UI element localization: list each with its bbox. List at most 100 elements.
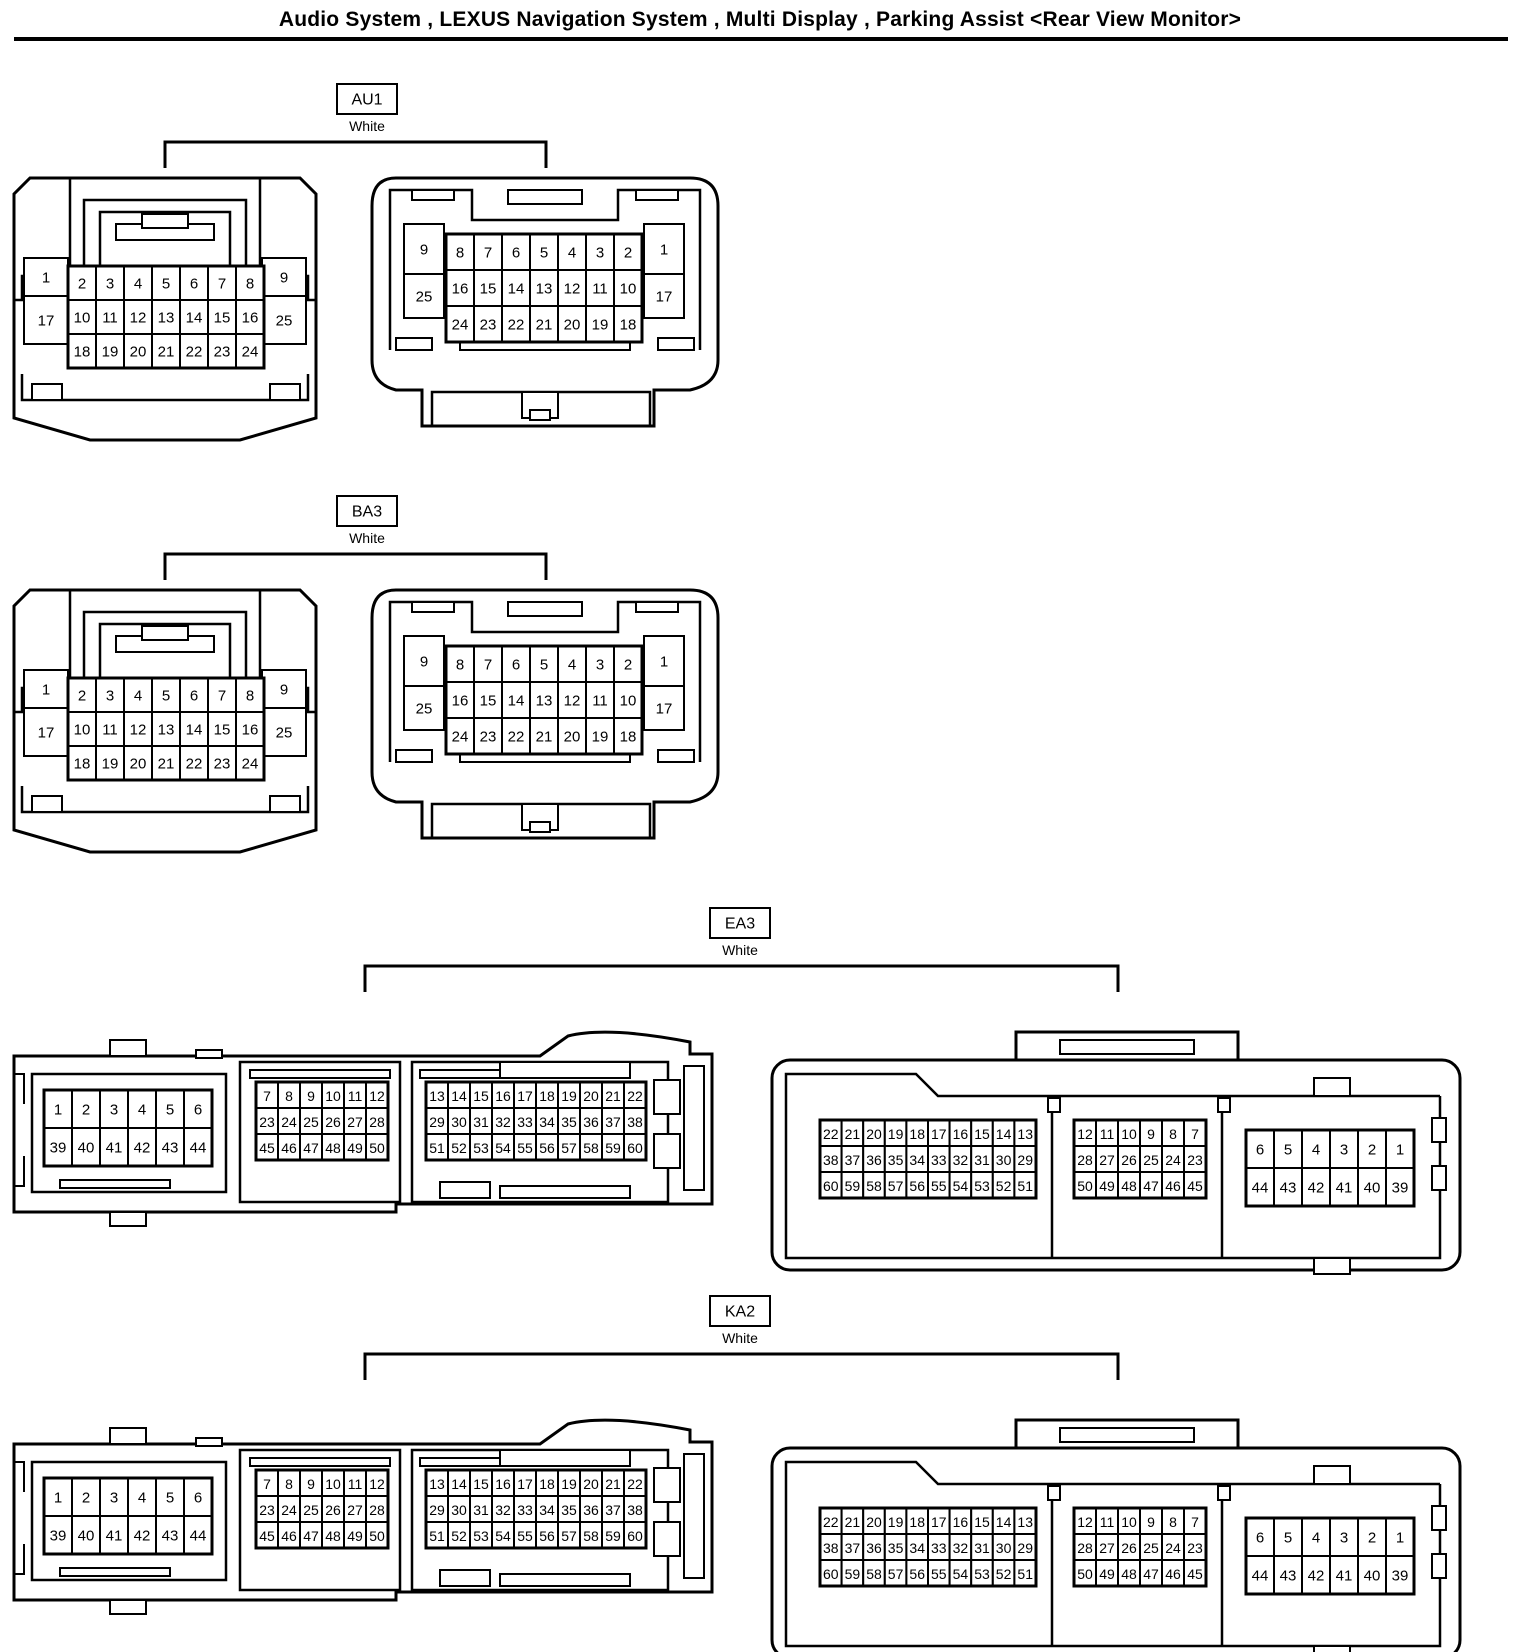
terminal: 42 xyxy=(127,1515,157,1555)
pin-number: 11 xyxy=(592,693,608,710)
pin-number: 11 xyxy=(592,281,608,298)
terminal: 22 xyxy=(819,1507,843,1535)
terminal: 16 xyxy=(445,681,475,719)
pin-number: 27 xyxy=(347,1114,363,1130)
pin-number: 55 xyxy=(931,1566,947,1582)
pin-number: 57 xyxy=(561,1140,577,1156)
pin-number: 5 xyxy=(166,1490,174,1507)
pin-number: 33 xyxy=(517,1502,533,1518)
pin-number: 27 xyxy=(347,1502,363,1518)
terminal: 56 xyxy=(535,1133,559,1161)
pin-number: 22 xyxy=(508,317,525,334)
terminal: 58 xyxy=(579,1133,603,1161)
pin-number: 59 xyxy=(845,1178,861,1194)
lock-arm xyxy=(98,622,232,678)
terminal: 13 xyxy=(425,1081,449,1109)
connector-bracket xyxy=(163,140,548,168)
pin-number: 58 xyxy=(583,1528,599,1544)
lock-tab xyxy=(1313,1077,1351,1097)
pin-number: 17 xyxy=(656,289,673,306)
terminal: 12 xyxy=(123,711,153,747)
terminal: 49 xyxy=(343,1133,367,1161)
terminal: 18 xyxy=(535,1469,559,1497)
pin-number: 22 xyxy=(627,1088,643,1104)
pin-number: 23 xyxy=(1187,1540,1203,1556)
pin-number: 45 xyxy=(1187,1178,1203,1194)
pin-number: 14 xyxy=(508,281,525,298)
terminal: 48 xyxy=(1117,1171,1141,1199)
guide-rail xyxy=(1047,1097,1061,1113)
terminal: 2 xyxy=(613,233,643,271)
pin-number: 22 xyxy=(508,729,525,746)
terminal-cell xyxy=(1385,1555,1415,1595)
terminal: 46 xyxy=(1161,1171,1185,1199)
pin-number: 21 xyxy=(845,1126,861,1142)
terminal-cell xyxy=(1301,1517,1331,1557)
terminal: 19 xyxy=(585,717,615,755)
terminal-cell xyxy=(95,711,125,747)
pin-number: 3 xyxy=(110,1490,118,1507)
terminal: 8 xyxy=(277,1469,301,1497)
terminal: 10 xyxy=(321,1081,345,1109)
pin-number: 4 xyxy=(568,245,576,262)
terminal: 9 xyxy=(261,669,307,709)
terminal: 21 xyxy=(529,717,559,755)
terminal: 5 xyxy=(155,1477,185,1517)
terminal: 45 xyxy=(255,1133,279,1161)
pin-number: 2 xyxy=(624,245,632,262)
pin-number: 18 xyxy=(620,317,637,334)
terminal: 60 xyxy=(819,1559,843,1587)
terminal: 39 xyxy=(43,1127,73,1167)
terminal: 8 xyxy=(1161,1119,1185,1147)
terminal: 16 xyxy=(445,269,475,307)
terminal: 45 xyxy=(255,1521,279,1549)
terminal: 9 xyxy=(299,1469,323,1497)
terminal-cell xyxy=(643,685,685,731)
terminal: 57 xyxy=(557,1133,581,1161)
pin-number: 27 xyxy=(1099,1540,1115,1556)
terminal: 20 xyxy=(123,333,153,369)
guide-rail xyxy=(1047,1485,1061,1501)
pin-number: 3 xyxy=(1340,1530,1348,1547)
terminal: 50 xyxy=(1073,1171,1097,1199)
terminal: 25 xyxy=(403,273,445,319)
pin-number: 57 xyxy=(561,1528,577,1544)
pin-number: 7 xyxy=(1191,1126,1199,1142)
pin-number: 48 xyxy=(1121,1566,1137,1582)
female-housing-outline xyxy=(370,176,720,428)
terminal: 18 xyxy=(535,1081,559,1109)
terminal: 50 xyxy=(1073,1559,1097,1587)
terminal: 51 xyxy=(425,1521,449,1549)
pin-number: 2 xyxy=(1368,1142,1376,1159)
terminal: 41 xyxy=(99,1515,129,1555)
terminal: 40 xyxy=(71,1515,101,1555)
pin-number: 54 xyxy=(953,1178,969,1194)
terminal: 6 xyxy=(179,265,209,301)
terminal: 44 xyxy=(183,1127,213,1167)
terminal: 20 xyxy=(579,1081,603,1109)
pin-number: 22 xyxy=(627,1476,643,1492)
pin-number: 19 xyxy=(561,1088,577,1104)
terminal: 14 xyxy=(447,1081,471,1109)
lock-tab xyxy=(507,601,583,617)
pin-number: 15 xyxy=(214,722,231,739)
pin-number: 20 xyxy=(866,1514,882,1530)
male-housing-outline xyxy=(12,1418,714,1602)
pin-number: 11 xyxy=(1100,1126,1115,1142)
pin-number: 41 xyxy=(106,1528,123,1545)
terminal: 23 xyxy=(1183,1533,1207,1561)
pin-number: 14 xyxy=(508,693,525,710)
pin-number: 21 xyxy=(605,1476,621,1492)
pin-number: 40 xyxy=(78,1140,95,1157)
lock-tab xyxy=(141,213,189,229)
terminal-cell xyxy=(235,299,265,335)
terminal: 19 xyxy=(557,1469,581,1497)
terminal: 25 xyxy=(1139,1533,1163,1561)
pin-number: 54 xyxy=(953,1566,969,1582)
terminal: 41 xyxy=(99,1127,129,1167)
terminal: 11 xyxy=(585,681,615,719)
pin-number: 18 xyxy=(620,729,637,746)
